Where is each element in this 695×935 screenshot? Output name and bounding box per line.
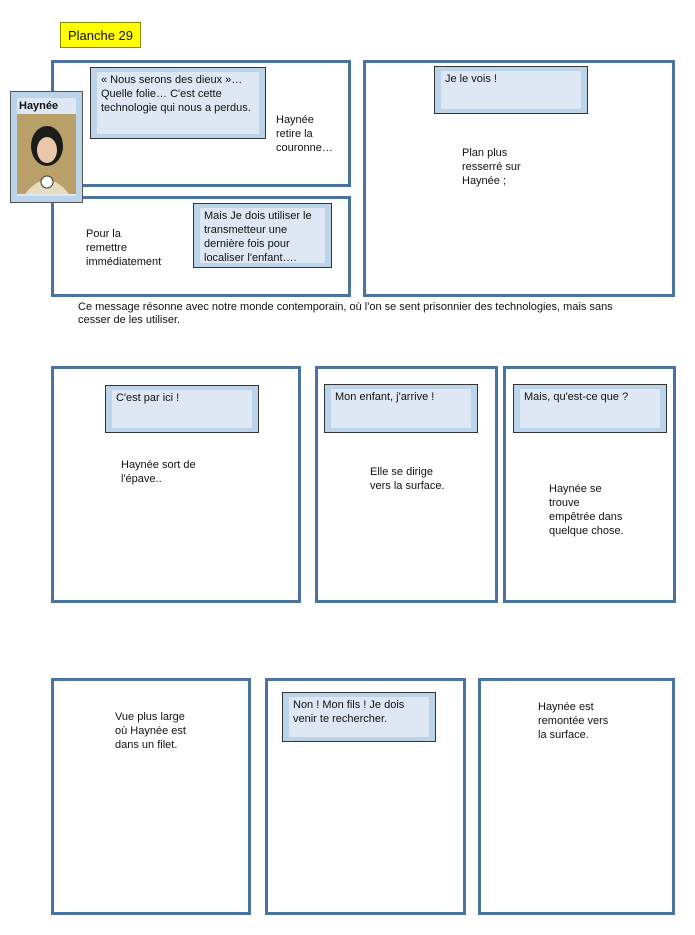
- narration-text: Elle se dirige vers la surface.: [370, 466, 445, 492]
- narration-text: Haynée retire la couronne…: [276, 114, 333, 154]
- narration-text: Vue plus large où Haynée est dans un fil…: [115, 711, 186, 751]
- bubble-text: « Nous serons des dieux »… Quelle folie……: [97, 72, 259, 134]
- speech-bubble: « Nous serons des dieux »… Quelle folie……: [90, 67, 266, 139]
- speech-bubble: C'est par ici !: [105, 385, 259, 433]
- bubble-text: Mais Je dois utiliser le transmetteur un…: [200, 208, 325, 264]
- bubble-text: Mon enfant, j'arrive !: [331, 389, 471, 428]
- speech-bubble: Mais Je dois utiliser le transmetteur un…: [193, 203, 332, 268]
- plate-label: Planche 29: [60, 22, 141, 48]
- panel-7: [51, 678, 251, 915]
- character-portrait-image: [17, 114, 76, 194]
- narration-text: Pour la remettre immédiatement: [86, 228, 162, 268]
- commentary-paragraph: Ce message résonne avec notre monde cont…: [78, 301, 613, 326]
- narration-text: Haynée est remontée vers la surface.: [538, 701, 609, 741]
- bubble-text: C'est par ici !: [112, 390, 252, 428]
- speech-bubble: Non ! Mon fils ! Je dois venir te recher…: [282, 692, 436, 742]
- narration-text: Haynée sort de l'épave..: [121, 459, 196, 485]
- bubble-text: Non ! Mon fils ! Je dois venir te recher…: [289, 697, 429, 737]
- character-card: Haynée: [10, 91, 83, 203]
- speech-bubble: Mon enfant, j'arrive !: [324, 384, 478, 433]
- narration-text: Plan plus resserré sur Haynée ;: [462, 147, 521, 187]
- narration-text: Haynée se trouve empêtrée dans quelque c…: [549, 483, 624, 537]
- panel-9: [478, 678, 675, 915]
- bubble-text: Mais, qu'est-ce que ?: [520, 389, 660, 428]
- bubble-text: Je le vois !: [441, 71, 581, 109]
- speech-bubble: Mais, qu'est-ce que ?: [513, 384, 667, 433]
- character-name: Haynée: [19, 100, 59, 112]
- speech-bubble: Je le vois !: [434, 66, 588, 114]
